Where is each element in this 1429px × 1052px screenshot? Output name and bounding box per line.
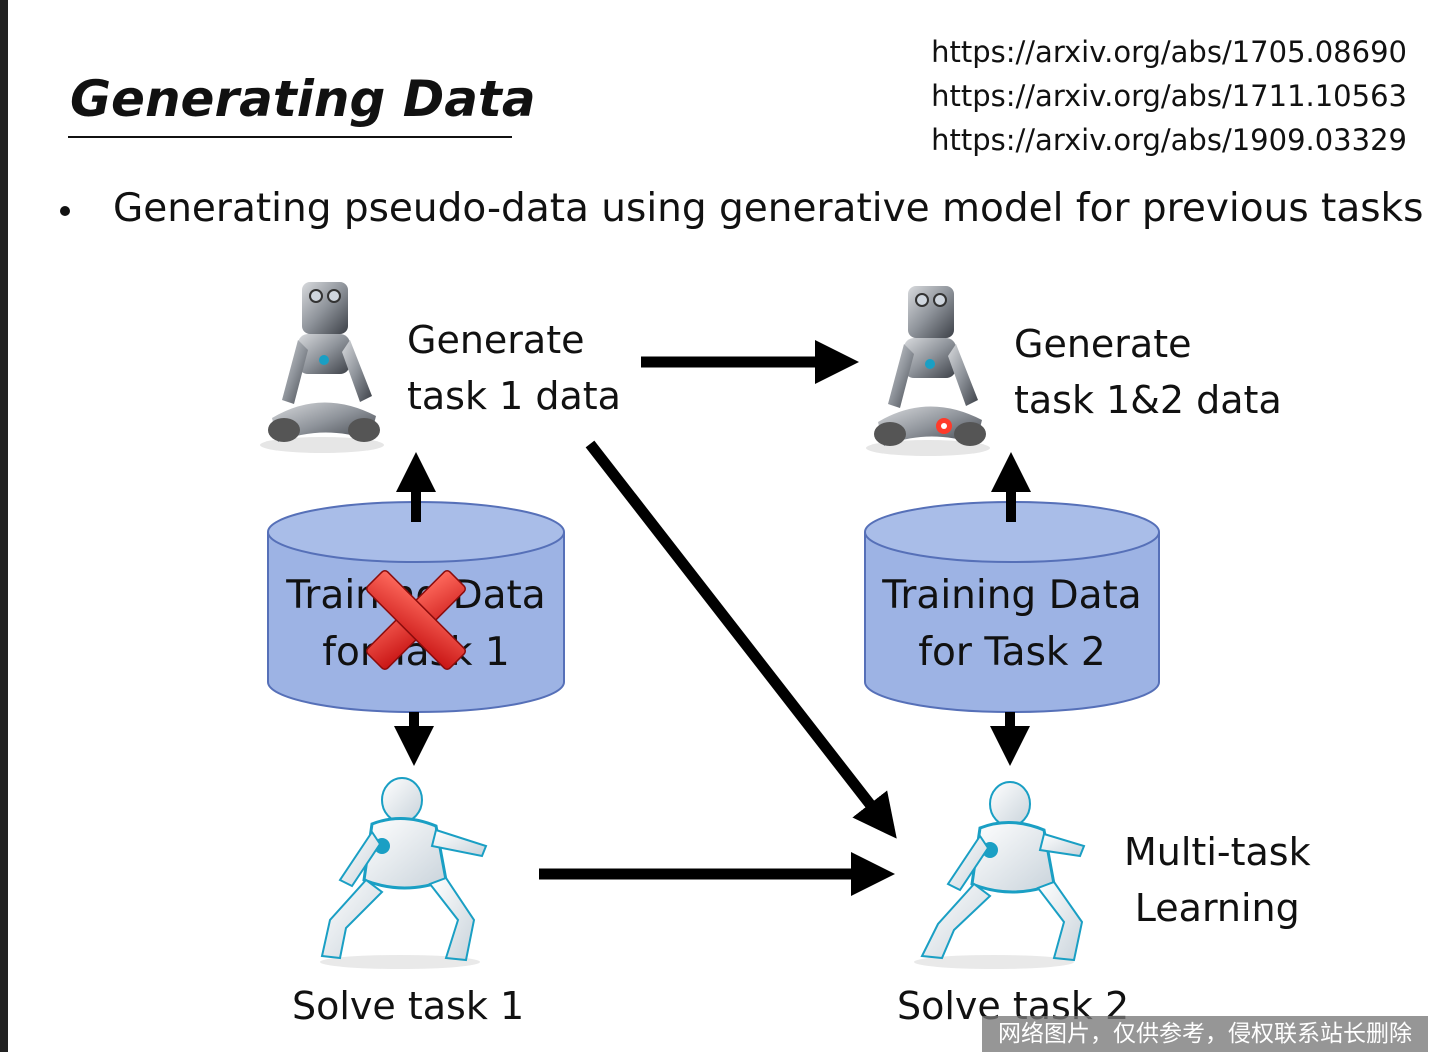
reference-link-3[interactable]: https://arxiv.org/abs/1909.03329 [931,123,1407,157]
data-store-2-label: Training Data for Task 2 [865,567,1159,681]
reference-link-2[interactable]: https://arxiv.org/abs/1711.10563 [931,79,1407,113]
generator-robot-icon-1 [260,282,384,453]
solver-1-label: Solve task 1 [292,984,525,1028]
slide-title: Generating Data [70,70,536,128]
generator-2-label-line2: task 1&2 data [1014,378,1282,422]
multitask-label: Multi-task Learning [1124,824,1311,936]
watermark-banner: 网络图片，仅供参考，侵权联系站长删除 [982,1016,1428,1052]
multitask-label-line2: Learning [1134,886,1300,930]
solver-robot-icon-2 [914,781,1086,969]
left-edge-bar [0,0,8,1052]
data-store-cylinder-2 [864,501,1160,713]
generator-2-label-line1: Generate [1014,322,1192,366]
data-store-2-label-line2: for Task 2 [918,630,1106,675]
solver-robot-icon-1 [320,777,488,969]
reference-list: https://arxiv.org/abs/1705.08690 https:/… [931,30,1407,162]
title-underline [68,136,512,138]
bullet-marker [60,206,70,216]
generator-1-label: Generate task 1 data [407,312,621,424]
reference-link-1[interactable]: https://arxiv.org/abs/1705.08690 [931,35,1407,69]
generator-1-label-line1: Generate [407,318,585,362]
generator-robot-icon-2 [866,286,990,456]
generator-2-label: Generate task 1&2 data [1014,316,1282,428]
multitask-label-line1: Multi-task [1124,830,1311,874]
generator-1-label-line2: task 1 data [407,374,621,418]
arrow-generator1-to-solver2 [585,440,897,839]
cross-icon [365,569,467,671]
data-store-2-label-line1: Training Data [882,573,1142,618]
bullet-text: Generating pseudo-data using generative … [113,186,1424,231]
